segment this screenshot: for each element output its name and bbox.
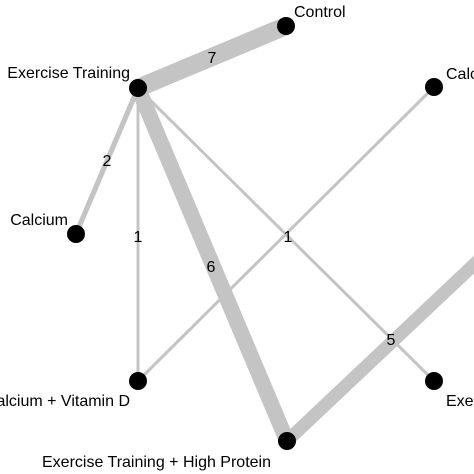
edge-label-exercise-control: 7 (208, 50, 217, 67)
node-label-calcium-vitamin-d: Calcium + Vitamin D (446, 66, 474, 83)
node-control (277, 17, 295, 35)
edge-label-exercise-calcium: 2 (103, 153, 112, 170)
edge-label-exercise-exercise-high-protein: 6 (207, 259, 216, 276)
edge-calcium-vitamin-d-exercise-calcium-vitamin-d (136, 85, 436, 383)
node-exercise-other (425, 372, 443, 390)
node-label-control: Control (294, 4, 346, 21)
node-exercise-training (129, 79, 147, 97)
edge-exercise-exercise-high-protein (130, 84, 295, 445)
node-label-exercise-training: Exercise Training (7, 65, 130, 82)
edge-exercise-calcium (73, 86, 141, 236)
node-label-calcium: Calcium (10, 212, 68, 229)
node-label-exercise-calcium-vitamin-d: Exercise Training + Calcium + Vitamin D (0, 393, 130, 410)
edge-labels-layer: 7 2 1 6 1 5 (103, 50, 396, 349)
node-label-exercise-other: Exercise Training + (446, 393, 474, 410)
edges-layer (73, 17, 474, 446)
edge-label-exercise-exercise-calcium-vitamin-d: 1 (134, 229, 143, 246)
node-calcium (67, 225, 85, 243)
node-labels-layer: Exercise Training Control Calcium + Vita… (0, 4, 474, 471)
edge-label-calcium-vitamin-d-exercise-calcium-vitamin-d: 1 (284, 229, 293, 246)
nodes-layer (67, 17, 443, 450)
edge-exercise-high-protein-offscreen (282, 255, 474, 446)
edge-exercise-control (134, 17, 290, 97)
node-label-exercise-high-protein: Exercise Training + High Protein (42, 454, 271, 471)
node-exercise-high-protein (278, 432, 296, 450)
node-exercise-calcium-vitamin-d (129, 372, 147, 390)
edge-label-exercise-high-protein-offscreen: 5 (387, 332, 396, 349)
node-calcium-vitamin-d (425, 78, 443, 96)
